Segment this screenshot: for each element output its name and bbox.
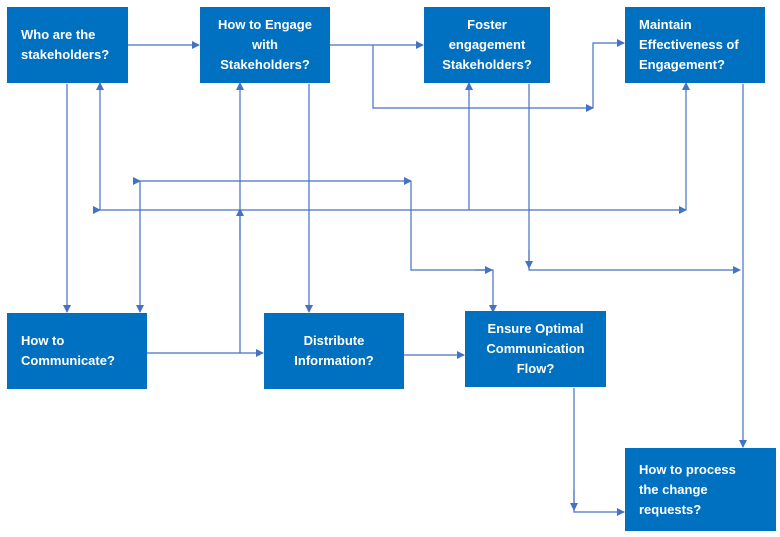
node-engage-label: How to Engage with Stakeholders?: [218, 17, 312, 72]
connector-foster-to-right: [528, 84, 741, 274]
node-communicate-label: How to Communicate?: [21, 333, 115, 368]
node-who-are-the-stakeholders: Who are the stakeholders?: [7, 7, 128, 83]
node-process-change-requests: How to process the change requests?: [625, 448, 776, 531]
node-maintain-label: Maintain Effectiveness of Engagement?: [639, 17, 739, 72]
node-foster-engagement: Foster engagement Stakeholders?: [424, 7, 550, 83]
node-who-label: Who are the stakeholders?: [21, 27, 110, 62]
connector-ensure-to-process: [573, 388, 625, 516]
node-foster-label: Foster engagement Stakeholders?: [442, 17, 532, 72]
connector-to-ensure: [410, 181, 497, 313]
node-how-to-engage: How to Engage with Stakeholders?: [200, 7, 330, 83]
connector-to-maintain-top: [592, 39, 625, 108]
node-how-to-communicate: How to Communicate?: [7, 313, 147, 389]
node-distribute-information: Distribute Information?: [264, 313, 404, 389]
node-maintain-effectiveness: Maintain Effectiveness of Engagement?: [625, 7, 765, 83]
node-distribute-label: Distribute Information?: [294, 333, 374, 368]
connector-engage-to-maintain: [372, 45, 594, 112]
node-process-label: How to process the change requests?: [639, 461, 736, 517]
node-ensure-label: Ensure Optimal Communication Flow?: [486, 321, 585, 376]
node-ensure-optimal-flow: Ensure Optimal Communication Flow?: [465, 311, 606, 387]
